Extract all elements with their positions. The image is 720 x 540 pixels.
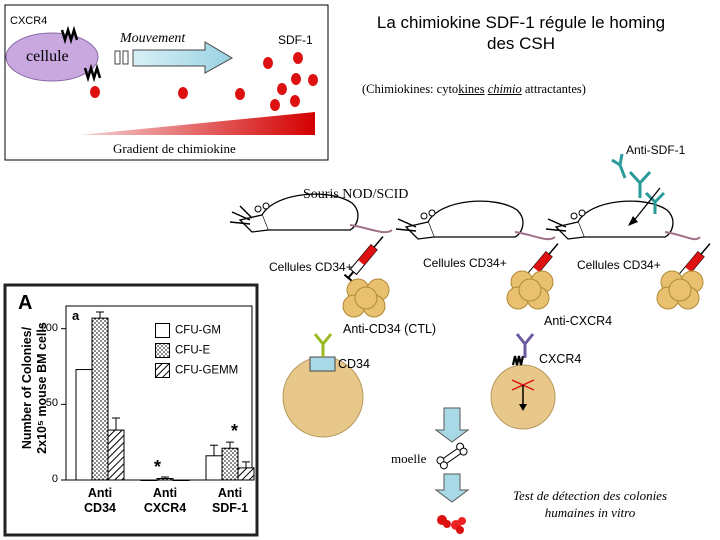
chemokine-inset	[4, 4, 329, 161]
mouse-3	[545, 200, 701, 241]
title-line-2: des CSH	[486, 34, 556, 53]
movement-arrow-icon	[132, 41, 234, 74]
receptor-squiggle-icon	[60, 25, 79, 45]
bar-cfu-gemm	[237, 467, 255, 481]
error-bar	[242, 461, 250, 468]
colony-icon	[437, 515, 466, 534]
cell-cluster-1	[342, 278, 390, 318]
cell-cluster-3	[656, 270, 704, 310]
receptor-squiggle-icon	[511, 355, 525, 366]
mouse-strain-label: Souris NOD/SCID	[303, 187, 409, 202]
bone-icon	[436, 442, 468, 470]
y-tick-label: 0	[51, 473, 58, 485]
mouse-1	[229, 193, 393, 234]
bar-cfu-e	[221, 447, 239, 481]
anti-sdf1-antibody-icon	[611, 153, 666, 214]
receptor-squiggle-icon	[83, 63, 102, 83]
legend-item: CFU-E	[155, 343, 210, 358]
bar-cfu-gm	[140, 479, 158, 481]
subtitle: (Chimiokines: cytokines chimio attractan…	[362, 82, 586, 96]
legend-swatch	[155, 363, 170, 378]
mouse-2	[395, 200, 556, 241]
anti-cxcr4-label: Anti-CXCR4	[544, 314, 613, 328]
bar-cfu-gm	[205, 455, 223, 481]
bar-cfu-gemm	[172, 479, 190, 481]
anti-cd34-label: Anti-CD34 (CTL)	[343, 322, 437, 336]
anti-sdf1-label: Anti-SDF-1	[626, 143, 686, 157]
flow-arrow-icon	[434, 407, 470, 443]
legend-swatch	[155, 343, 170, 358]
antibody-icon	[313, 333, 333, 357]
anti-cd34-cell	[282, 333, 364, 438]
bar-cfu-e	[156, 477, 174, 481]
sdf1-label: SDF-1	[278, 33, 313, 47]
error-bar	[96, 311, 104, 319]
legend-item: CFU-GM	[155, 323, 221, 338]
cells-label-3: Cellules CD34+	[577, 258, 661, 272]
inset-frame	[4, 4, 329, 161]
colony-test-label: Test de détection des colonies humaines …	[512, 488, 668, 520]
inset-cxcr4-label: CXCR4	[10, 15, 48, 27]
chart-panel-label: A	[18, 292, 33, 314]
error-bar	[112, 417, 120, 431]
legend-label: CFU-GM	[175, 324, 221, 337]
cells-label-2: Cellules CD34+	[423, 256, 507, 270]
chart-frame	[3, 283, 259, 537]
marrow-label: moelle	[391, 451, 427, 466]
gradient-label: Gradient de chimiokine	[113, 141, 236, 156]
significance-star: *	[231, 420, 239, 441]
slide-title: La chimiokine SDF-1 régule le homing des…	[336, 12, 706, 54]
bar-chart-panel	[3, 283, 259, 537]
error-bar	[161, 476, 169, 479]
motion-bar-icon	[114, 50, 121, 65]
title-line-1: La chimiokine SDF-1 régule le homing	[376, 13, 666, 32]
anti-cxcr4-cell	[490, 333, 556, 430]
y-tick-label: 50	[45, 397, 58, 410]
error-bar	[210, 444, 218, 456]
bar-cfu-gemm	[107, 429, 125, 481]
legend-item: CFU-GEMM	[155, 363, 238, 378]
y-tick-label: 100	[39, 321, 58, 334]
cxcr4-label: CXCR4	[539, 352, 582, 366]
motion-bar-icon	[122, 50, 129, 65]
legend-label: CFU-GEMM	[175, 364, 239, 377]
chart-subpanel-label: a	[72, 308, 80, 323]
bar-cfu-gm	[75, 369, 93, 481]
syringe-icon	[343, 236, 384, 282]
legend-swatch	[155, 323, 170, 338]
cells-label-1: Cellules CD34+	[269, 260, 353, 274]
antibody-icon	[515, 333, 535, 358]
sdf1-dots	[90, 52, 318, 111]
cd34-label: CD34	[338, 357, 370, 371]
cell-ellipse	[5, 32, 99, 82]
gradient-wedge	[80, 112, 315, 135]
bar-cfu-e	[91, 317, 109, 481]
legend-label: CFU-E	[175, 344, 211, 357]
movement-label: Mouvement	[120, 31, 186, 46]
cell-cluster-2	[506, 270, 554, 310]
significance-star: *	[154, 456, 162, 477]
cell-label: cellule	[26, 48, 69, 65]
flow-arrow-icon	[434, 473, 470, 503]
error-bar	[226, 441, 234, 449]
